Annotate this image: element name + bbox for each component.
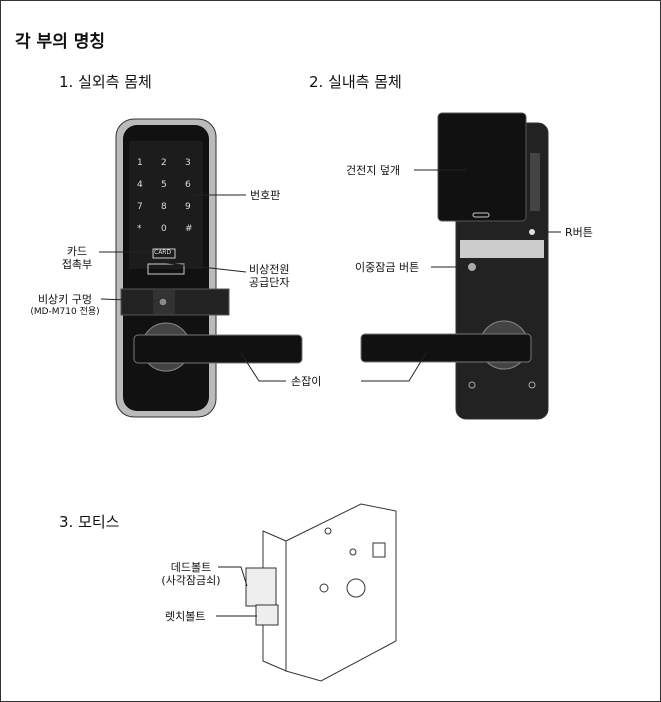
label-battery-cover: 건전지 덮개 bbox=[346, 164, 401, 177]
label-emergency-power: 비상전원 공급단자 bbox=[249, 263, 289, 289]
label-r-button: R버튼 bbox=[565, 226, 593, 239]
page-title: 각 부의 명칭 bbox=[15, 32, 106, 52]
label-deadbolt-text: 데드볼트 bbox=[170, 561, 212, 574]
card-mark: CARD bbox=[154, 249, 172, 256]
label-handle: 손잡이 bbox=[291, 375, 322, 388]
key-hash[interactable]: # bbox=[185, 224, 193, 234]
leader-lines bbox=[99, 169, 561, 617]
label-latch: 렛치볼트 bbox=[165, 610, 206, 623]
key-3[interactable]: 3 bbox=[185, 158, 191, 168]
section-indoor-title: 2. 실내측 몸체 bbox=[309, 73, 402, 91]
label-power-line1: 비상전원 bbox=[249, 263, 290, 276]
key-9[interactable]: 9 bbox=[185, 202, 191, 212]
label-keyhole-note: (MD-M710 전용) bbox=[30, 307, 100, 317]
indoor-body-illustration bbox=[360, 112, 549, 420]
label-card-contact: 카드 접촉부 bbox=[56, 245, 98, 271]
label-keyhole-text: 비상키 구멍 bbox=[37, 293, 93, 306]
label-card-line1: 카드 bbox=[66, 245, 88, 258]
label-double-lock: 이중잠금 버튼 bbox=[355, 261, 420, 274]
label-card-line2: 접촉부 bbox=[61, 258, 93, 271]
section-outdoor-title: 1. 실외측 몸체 bbox=[59, 73, 152, 91]
key-0[interactable]: 0 bbox=[161, 224, 167, 234]
label-keypad: 번호판 bbox=[250, 189, 281, 202]
label-power-line2: 공급단자 bbox=[249, 276, 290, 289]
key-5[interactable]: 5 bbox=[161, 180, 167, 190]
section-mortise-title: 3. 모티스 bbox=[59, 513, 120, 531]
key-2[interactable]: 2 bbox=[161, 158, 167, 168]
key-1[interactable]: 1 bbox=[137, 158, 143, 168]
key-4[interactable]: 4 bbox=[137, 180, 143, 190]
key-8[interactable]: 8 bbox=[161, 202, 167, 212]
label-deadbolt-note: (사각잠금쇠) bbox=[161, 574, 221, 587]
mortise-illustration bbox=[245, 503, 397, 682]
key-6[interactable]: 6 bbox=[185, 180, 191, 190]
key-7[interactable]: 7 bbox=[137, 202, 143, 212]
outdoor-body-illustration bbox=[115, 118, 303, 418]
key-star[interactable]: * bbox=[137, 224, 142, 234]
label-deadbolt: 데드볼트 (사각잠금쇠) bbox=[161, 561, 221, 587]
label-keyhole: 비상키 구멍 (MD-M710 전용) bbox=[29, 293, 101, 319]
